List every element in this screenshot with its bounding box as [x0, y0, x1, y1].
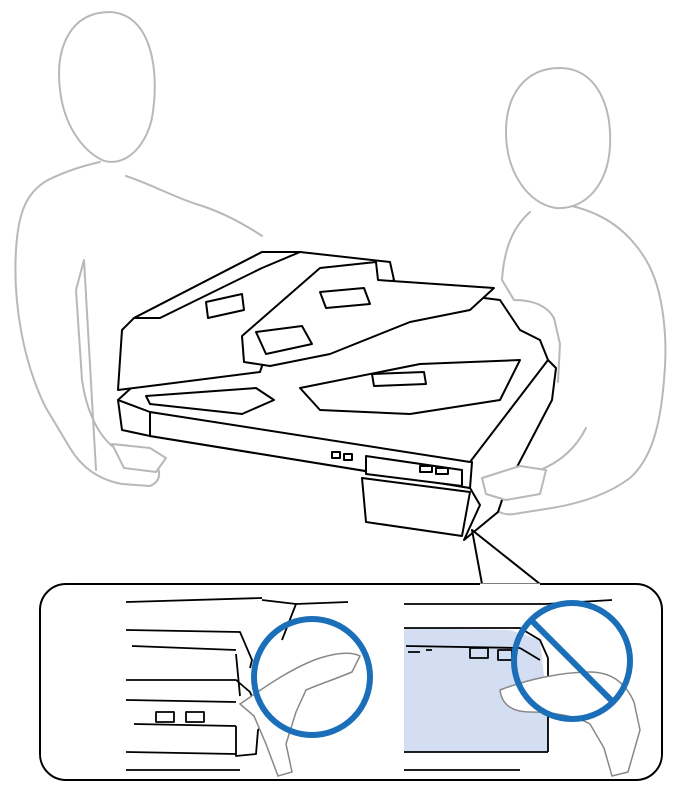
left-person-head	[59, 12, 155, 162]
scanner-button-left	[332, 452, 340, 458]
scanner-panel-button-1	[420, 466, 432, 472]
detail-left-hand	[240, 653, 360, 776]
detail-prohibited-grip	[404, 600, 640, 776]
detail-left-button-1	[156, 712, 174, 722]
scanner-button-right	[344, 454, 352, 460]
detail-left-button-2	[186, 712, 204, 722]
detail-correct-grip	[126, 598, 370, 776]
scanner-main	[118, 252, 556, 540]
callout-pointer	[472, 530, 540, 584]
left-hand	[112, 444, 166, 472]
scanner-tray-guide-right	[320, 288, 370, 308]
scanner-output-stopper	[372, 372, 426, 386]
scanner-panel-button-2	[436, 468, 448, 474]
scanner-front-lower	[362, 478, 470, 536]
right-person-head	[506, 68, 610, 208]
